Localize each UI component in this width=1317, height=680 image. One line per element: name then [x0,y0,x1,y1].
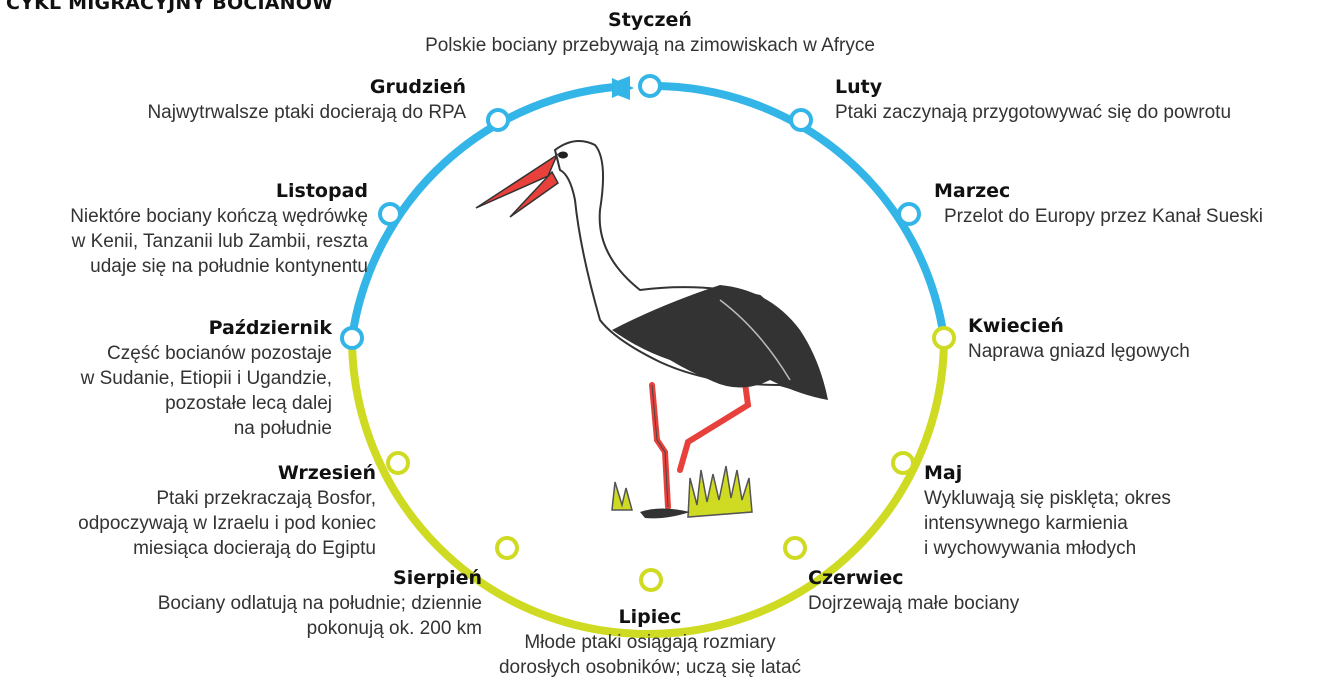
node-grudzien [488,110,508,130]
node-lipiec [641,570,661,590]
month-label-luty: Luty Ptaki zaczynają przygotowywać się d… [835,75,1305,125]
stork-leg-standing [652,385,668,507]
node-pazdziernik [342,328,362,348]
grass-left [612,482,632,510]
month-name: Styczeń [370,8,930,33]
month-label-lipiec: Lipiec Młode ptaki osiągają rozmiary dor… [430,605,870,680]
month-name: Lipiec [430,605,870,630]
stork-foot [640,509,690,519]
stork-eye [558,152,568,159]
month-desc: Bociany odlatują na południe; dziennie p… [60,591,482,641]
node-styczen [640,76,660,96]
node-marzec [899,204,919,224]
month-label-pazdziernik: Październik Część bocianów pozostaje w S… [0,316,332,441]
node-luty [791,110,811,130]
node-czerwiec [785,538,805,558]
node-kwiecien [934,328,954,348]
stork-leg-raised [680,383,748,470]
node-listopad [380,204,400,224]
month-name: Listopad [0,179,368,204]
month-desc: Część bocianów pozostaje w Sudanie, Etio… [0,341,332,441]
month-label-styczen: Styczeń Polskie bociany przebywają na zi… [370,8,930,58]
month-label-listopad: Listopad Niektóre bociany kończą wędrówk… [0,179,368,279]
month-desc: Polskie bociany przebywają na zimowiskac… [370,33,930,58]
month-label-marzec: Marzec Przelot do Europy przez Kanał Sue… [934,179,1317,229]
month-name: Sierpień [60,566,482,591]
month-name: Maj [924,461,1304,486]
month-desc: Ptaki zaczynają przygotowywać się do pow… [835,100,1305,125]
month-desc: Wykluwają się pisklęta; okres intensywne… [924,486,1304,561]
month-desc: Przelot do Europy przez Kanał Sueski [934,204,1317,229]
month-name: Marzec [934,179,1317,204]
month-desc: Ptaki przekraczają Bosfor, odpoczywają w… [0,486,376,561]
node-sierpien [497,538,517,558]
grass-right [688,466,752,517]
month-desc: Naprawa gniazd lęgowych [968,339,1308,364]
month-desc: Najwytrwalsze ptaki docierają do RPA [0,100,466,125]
month-label-kwiecien: Kwiecień Naprawa gniazd lęgowych [968,314,1308,364]
month-label-wrzesien: Wrzesień Ptaki przekraczają Bosfor, odpo… [0,461,376,561]
node-wrzesien [388,453,408,473]
month-label-grudzien: Grudzień Najwytrwalsze ptaki docierają d… [0,75,466,125]
month-name: Grudzień [0,75,466,100]
stork-illustration [476,141,828,518]
node-maj [893,453,913,473]
month-name: Kwiecień [968,314,1308,339]
month-desc: Młode ptaki osiągają rozmiary dorosłych … [430,630,870,680]
month-desc: Niektóre bociany kończą wędrówkę w Kenii… [0,204,368,279]
month-label-maj: Maj Wykluwają się pisklęta; okres intens… [924,461,1304,561]
month-name: Wrzesień [0,461,376,486]
month-name: Czerwiec [808,566,1188,591]
month-name: Luty [835,75,1305,100]
month-name: Październik [0,316,332,341]
month-label-sierpien: Sierpień Bociany odlatują na południe; d… [60,566,482,641]
